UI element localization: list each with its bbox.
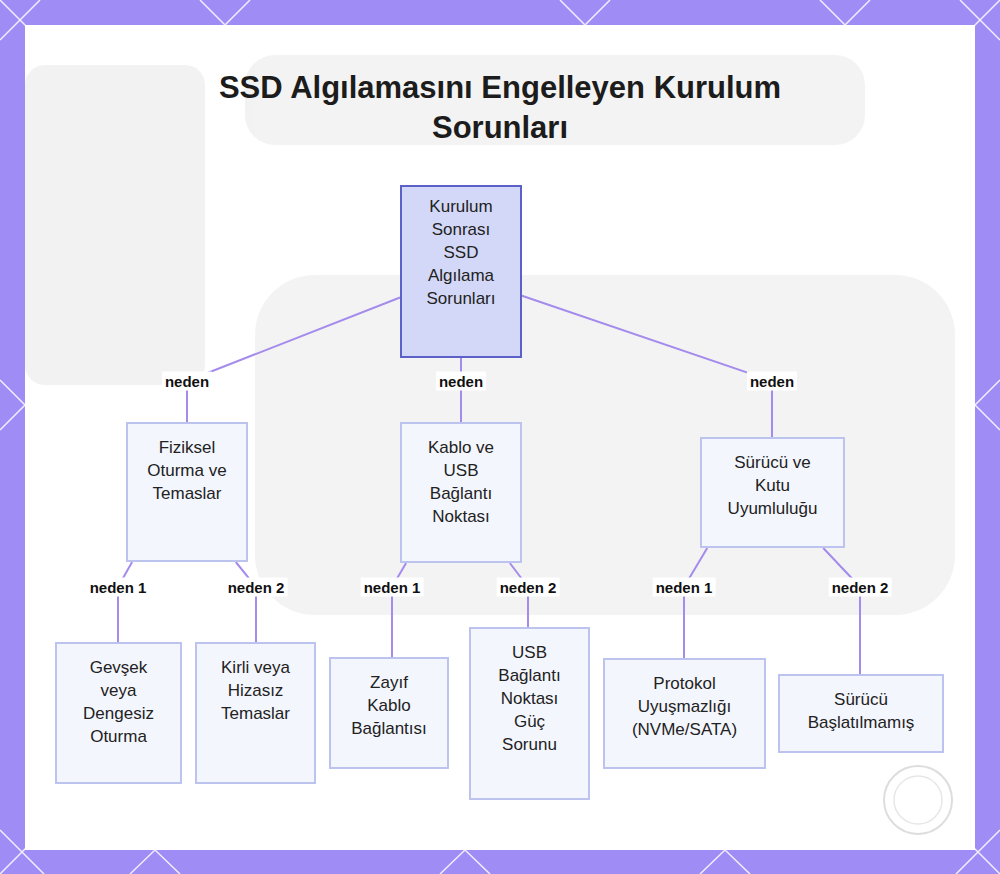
- node-text: Kirli veya Hizasız Temaslar: [215, 656, 296, 725]
- node-text: Zayıf Kablo Bağlantısı: [349, 671, 429, 740]
- node-text: USB Bağlantı Noktası Güç Sorunu: [489, 641, 570, 756]
- cause-box: Zayıf Kablo Bağlantısı: [329, 657, 449, 769]
- cause-box: Sürücü ve Kutu Uyumluluğu: [700, 437, 845, 548]
- cause-box: Gevşek veya Dengesiz Oturma: [55, 642, 182, 784]
- edge-label: neden 2: [497, 578, 560, 597]
- edge-label: neden: [436, 372, 486, 391]
- connector-line: [522, 296, 772, 437]
- cause-box: Fiziksel Oturma ve Temaslar: [126, 422, 248, 562]
- cause-box: Kablo ve USB Bağlantı Noktası: [400, 422, 522, 563]
- edge-label: neden 2: [225, 578, 288, 597]
- diagram-title: SSD Algılamasını Engelleyen Kurulum Soru…: [190, 68, 810, 148]
- edge-label: neden 1: [361, 578, 424, 597]
- node-text: Protokol Uyuşmazlığı (NVMe/SATA): [623, 672, 746, 741]
- cause-box: Protokol Uyuşmazlığı (NVMe/SATA): [603, 658, 766, 769]
- node-text: Fiziksel Oturma ve Temaslar: [146, 436, 228, 505]
- node-text: Sürücü Başlatılmamış: [798, 688, 924, 734]
- node-text: Gevşek veya Dengesiz Oturma: [75, 656, 162, 748]
- connector-line: [823, 548, 860, 674]
- node-text: Sürücü ve Kutu Uyumluluğu: [720, 451, 825, 520]
- cause-box: Kirli veya Hizasız Temaslar: [195, 642, 316, 784]
- connector-line: [118, 562, 132, 642]
- cause-box: USB Bağlantı Noktası Güç Sorunu: [469, 627, 590, 800]
- cause-box: Sürücü Başlatılmamış: [778, 674, 944, 753]
- node-text: Kurulum Sonrası SSD Algılama Sorunları: [420, 195, 502, 310]
- edge-label: neden: [162, 372, 212, 391]
- problem-box: Kurulum Sonrası SSD Algılama Sorunları: [400, 185, 522, 358]
- edge-label: neden 2: [829, 578, 892, 597]
- node-text: Kablo ve USB Bağlantı Noktası: [420, 436, 502, 528]
- connector-line: [187, 297, 400, 422]
- edge-label: neden 1: [653, 578, 716, 597]
- connector-line: [684, 548, 707, 658]
- edge-label: neden 1: [87, 578, 150, 597]
- edge-label: neden: [747, 372, 797, 391]
- connector-line: [236, 562, 256, 642]
